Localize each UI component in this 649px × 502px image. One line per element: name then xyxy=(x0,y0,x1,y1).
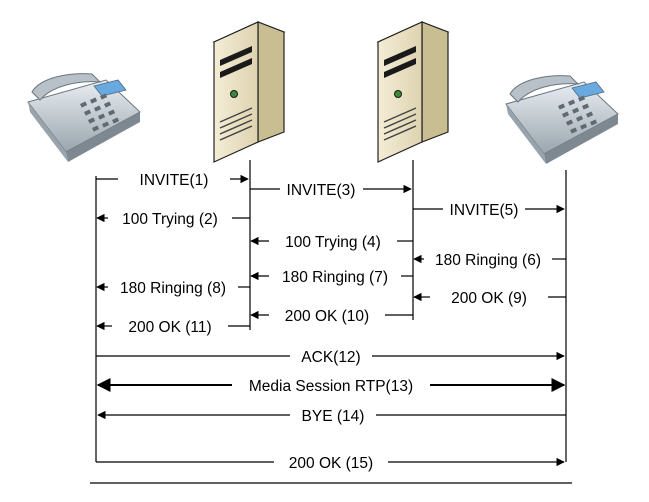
msg-14-label: BYE (14) xyxy=(302,408,365,425)
msg-9-label: 200 OK (9) xyxy=(451,290,527,307)
msg-13-label: Media Session RTP(13) xyxy=(249,378,413,395)
msg-1-label: INVITE(1) xyxy=(140,172,209,189)
msg-10-label: 200 OK (10) xyxy=(285,308,369,325)
desk-phone-icon xyxy=(505,75,619,164)
msg-2-label: 100 Trying (2) xyxy=(122,211,218,228)
msg-5-label: INVITE(5) xyxy=(450,202,519,219)
msg-12-label: ACK(12) xyxy=(301,349,360,366)
server-tower-icon xyxy=(376,21,450,163)
msg-11-label: 200 OK (11) xyxy=(128,319,211,336)
msg-7-label: 180 Ringing (7) xyxy=(282,269,388,286)
server-tower-icon xyxy=(212,21,286,163)
msg-4-label: 100 Trying (4) xyxy=(285,234,381,251)
desk-phone-icon xyxy=(27,73,141,162)
msg-8-label: 180 Ringing (8) xyxy=(120,280,226,297)
msg-15-label: 200 OK (15) xyxy=(289,455,373,472)
msg-6-label: 180 Ringing (6) xyxy=(435,252,541,269)
msg-3-label: INVITE(3) xyxy=(287,182,356,199)
